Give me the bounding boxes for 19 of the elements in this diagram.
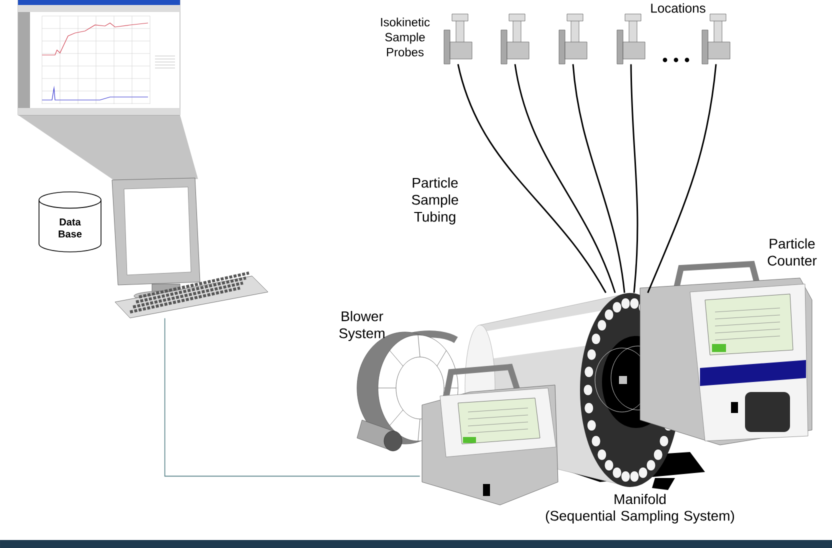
probe-drawing [616,14,646,64]
database-cylinder: Data Base [38,191,102,252]
part-label: Isokinetic Sample Probes [381,18,430,56]
part-label: Particle Sample Tubing [412,177,458,225]
device-label: Manifold [614,494,666,504]
probe-drawing [500,14,530,64]
probe-drawing [702,14,730,64]
computer-drawing [112,178,268,318]
tubing-line [647,64,717,294]
device-label: (Sequential Sampling System) [546,510,734,524]
probe-drawing [444,14,472,64]
device-label: Particle Counter [768,238,817,266]
tubing-line [514,64,616,294]
probe-drawing [558,14,588,64]
tubing-line [457,64,606,294]
part-label: Locations [651,3,706,13]
tubing-line [572,64,626,293]
tubing-line [630,64,638,293]
device-label: Blower System [339,310,384,342]
